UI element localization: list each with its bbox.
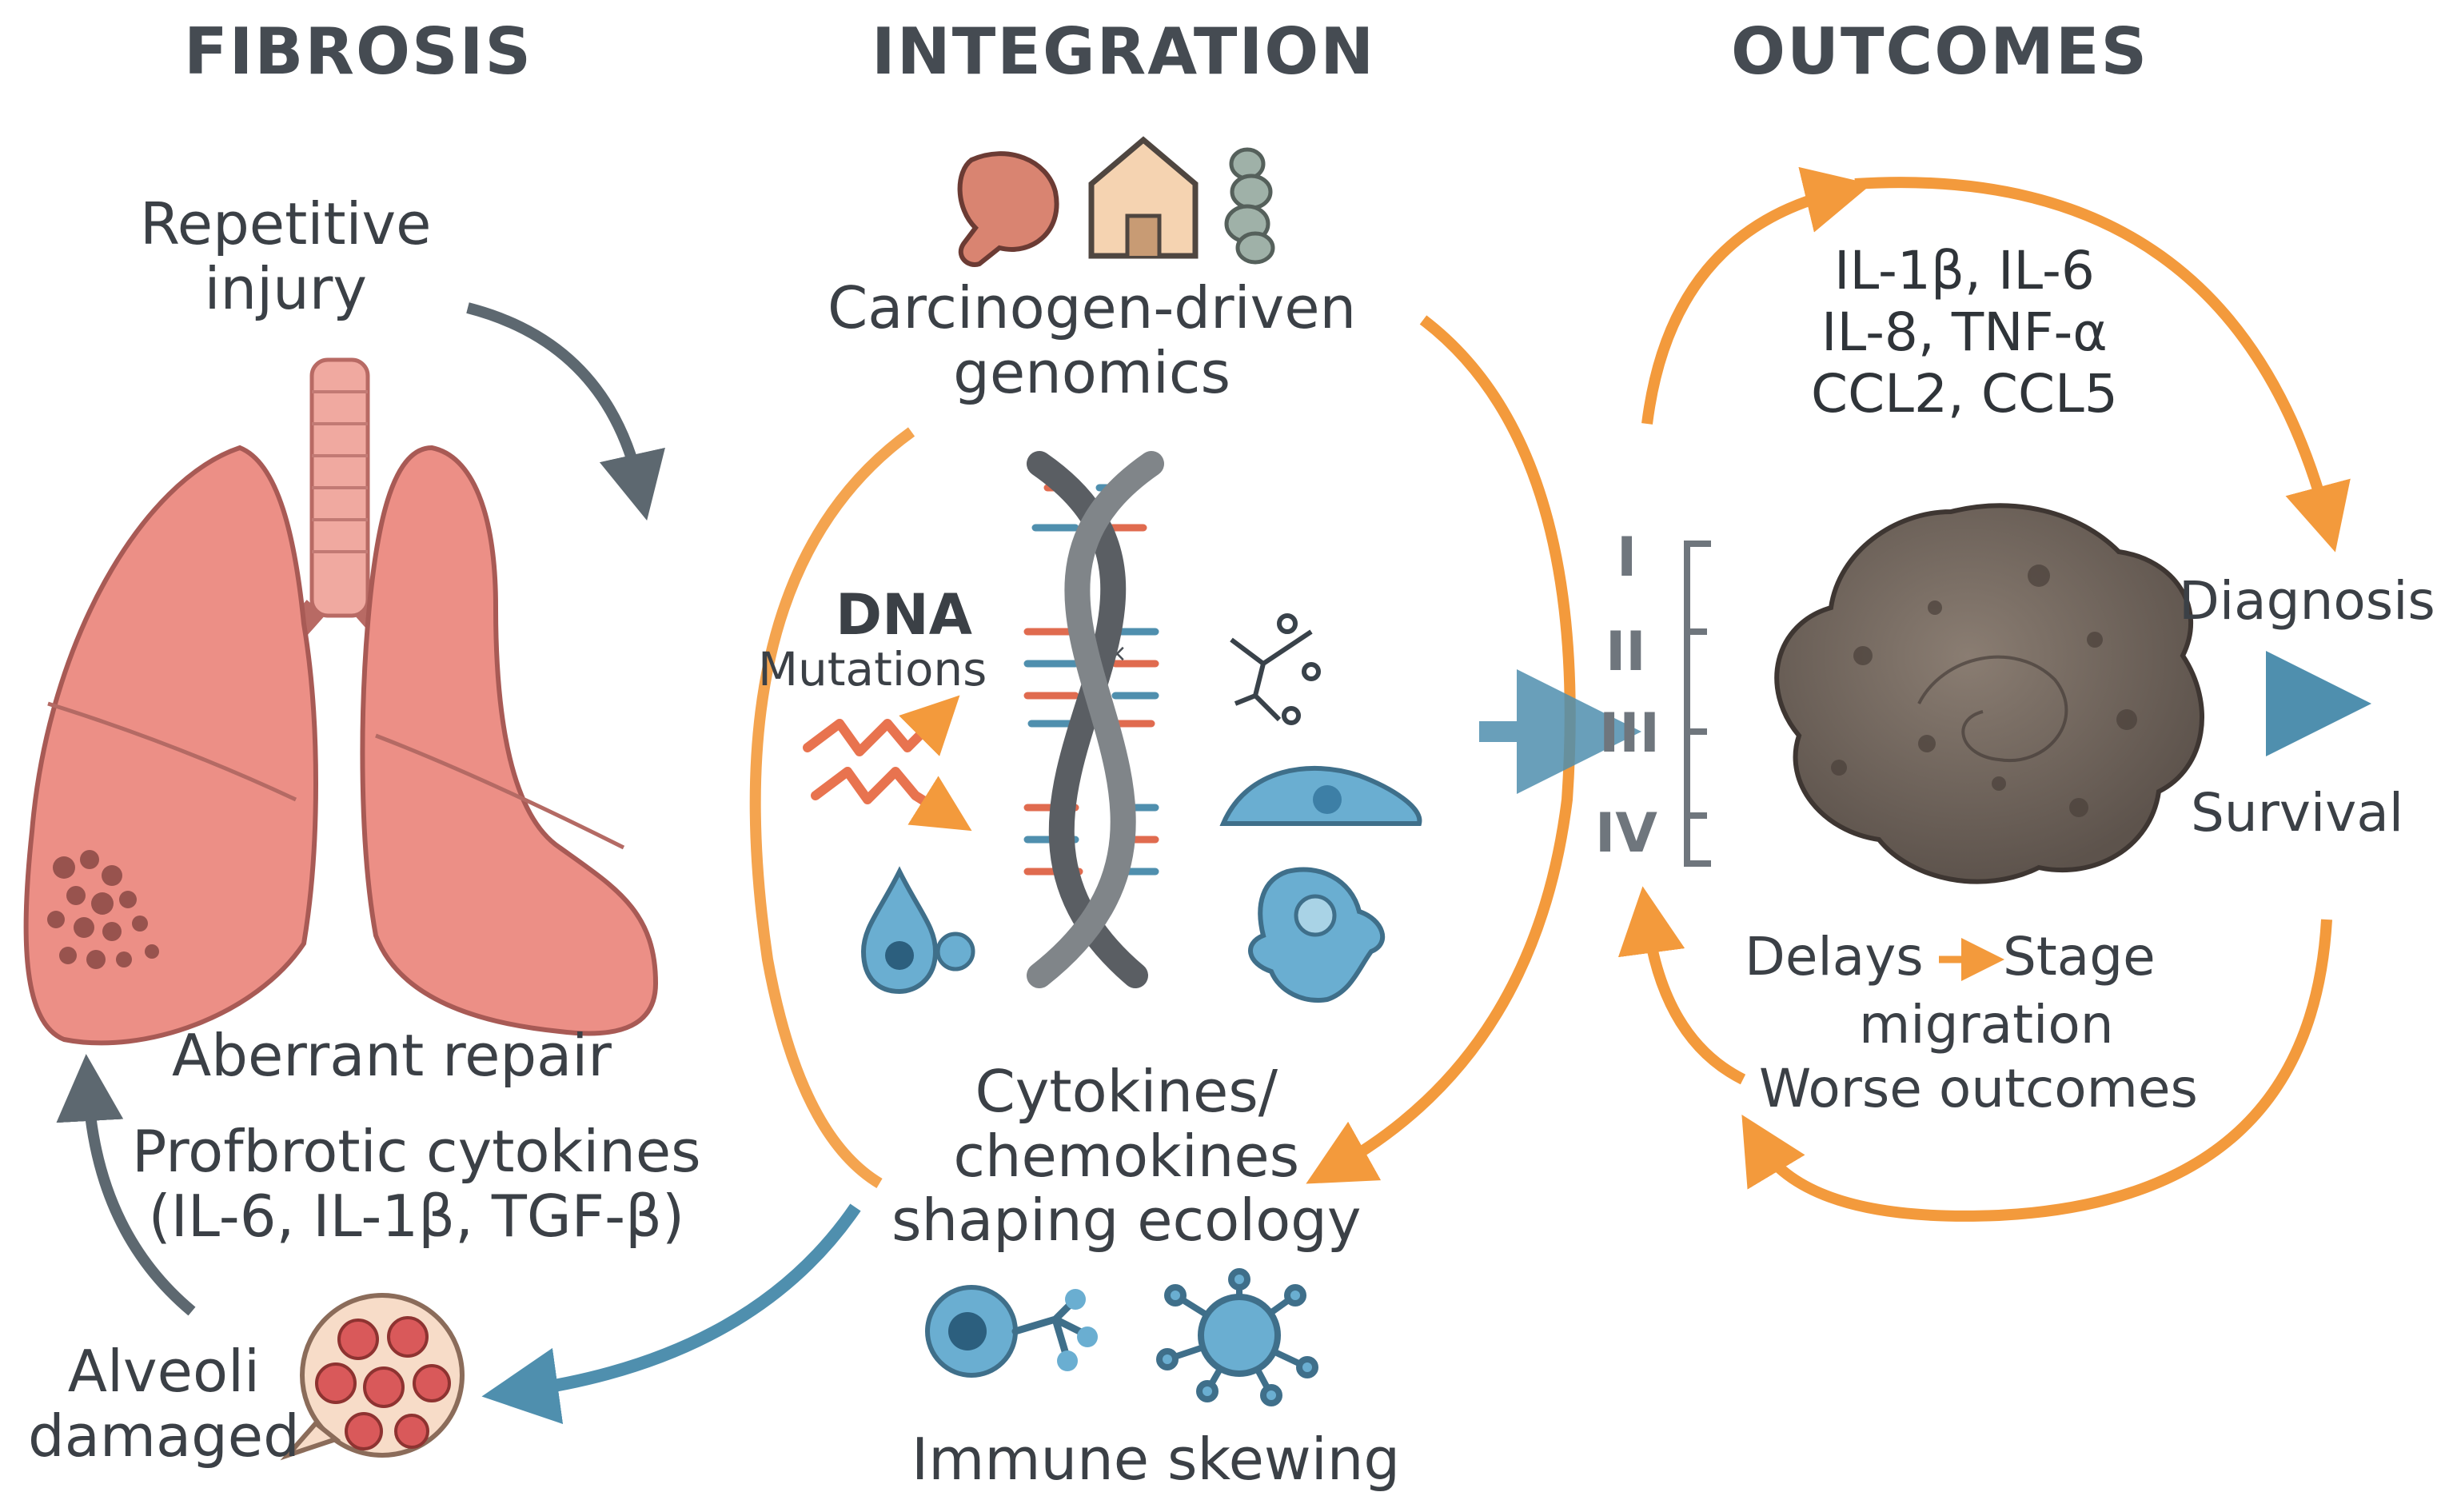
stage-ii-label: II <box>1605 620 1646 684</box>
alveoli-illustration <box>280 1293 465 1461</box>
tumor-illustration <box>1774 503 2204 884</box>
flat-cell-icon <box>1219 765 1422 826</box>
dendritic-cell-icon <box>1156 1268 1318 1406</box>
stage-bracket <box>1684 541 1711 867</box>
worse-outcomes-label: Worse outcomes <box>1759 1058 2198 1119</box>
outcomes-loop-top-right <box>1854 177 2351 553</box>
branching-cell-icon <box>1230 613 1321 725</box>
lungs-illustration <box>23 357 659 1046</box>
macrophage-icon <box>1248 867 1386 1003</box>
outcomes-cytokines-line-2: IL-8, TNF-α <box>1821 301 2108 364</box>
house-icon <box>1088 136 1199 259</box>
column-title-integration: INTEGRATION <box>872 14 1376 89</box>
column-title-fibrosis: FIBROSIS <box>184 14 532 89</box>
column-title-outcomes: OUTCOMES <box>1731 14 2149 89</box>
carcinogen-genomics-label: Carcinogen-driven genomics <box>828 276 1356 405</box>
delays-label: Delays <box>1745 926 1924 987</box>
mutation-zigzag-icon <box>803 695 972 832</box>
alveoli-damaged-line-1: Alveoli <box>67 1338 261 1405</box>
repetitive-injury-label: Repetitive injury <box>140 192 431 321</box>
migration-label: migration <box>1859 994 2114 1055</box>
injury-arrow <box>466 302 665 521</box>
stage-iv-label: IV <box>1595 802 1657 865</box>
carcinogen-genomics-line-1: Carcinogen-driven <box>828 274 1357 341</box>
aberrant-repair-label: Aberrant repair <box>172 1022 612 1089</box>
cytokines-ecology-label: Cytokines/ chemokines shaping ecology <box>891 1059 1362 1253</box>
outcomes-loop-bottom <box>1741 919 2332 1222</box>
cytokines-ecology-line-2: chemokines <box>953 1122 1300 1190</box>
outcomes-cytokines-label: IL-1β, IL-6 IL-8, TNF-α CCL2, CCL5 <box>1811 240 2118 425</box>
teardrop-cell-icon <box>860 866 975 995</box>
outcomes-loop-left <box>1617 886 1746 1085</box>
outcomes-cytokines-line-3: CCL2, CCL5 <box>1811 363 2118 425</box>
alveoli-damaged-label: Alveoli damaged <box>28 1339 300 1468</box>
repetitive-injury-line-2: injury <box>204 254 367 322</box>
organ-icon <box>957 151 1059 267</box>
integration-loop-left <box>749 427 915 1188</box>
survival-label: Survival <box>2191 782 2404 844</box>
integration-loop-right <box>1306 315 1576 1184</box>
dna-label: DNA <box>836 582 972 648</box>
stage-i-label: I <box>1617 526 1637 589</box>
alveoli-damaged-line-2: damaged <box>28 1402 300 1470</box>
diagnosis-label: Diagnosis <box>2179 570 2435 632</box>
carcinogen-genomics-line-2: genomics <box>953 338 1231 406</box>
immune-cell-icon-1 <box>925 1285 1098 1378</box>
dna-helix-illustration: × × <box>1023 451 1164 988</box>
mutations-label: Mutations <box>758 642 987 696</box>
outcomes-cytokines-line-1: IL-1β, IL-6 <box>1833 240 2095 301</box>
immune-skewing-label: Immune skewing <box>911 1426 1401 1493</box>
outcomes-loop-top-left <box>1641 166 1872 425</box>
cytokines-ecology-line-1: Cytokines/ <box>975 1058 1278 1125</box>
ecology-to-alveoli-arrow <box>481 1203 861 1424</box>
alveoli-return-arrow <box>56 1054 196 1316</box>
profibrotic-cytokines-label: Profbrotic cytokines (IL-6, IL-1β, TGF-β… <box>132 1119 701 1248</box>
stage-iii-label: III <box>1599 702 1660 765</box>
asbestos-icon <box>1224 147 1275 265</box>
stage-label: Stage <box>2003 926 2156 987</box>
profibrotic-cytokines-line-2: (IL-6, IL-1β, TGF-β) <box>148 1182 685 1250</box>
profibrotic-cytokines-line-1: Profbrotic cytokines <box>132 1118 701 1185</box>
cytokines-ecology-line-3: shaping ecology <box>891 1187 1362 1255</box>
repetitive-injury-line-1: Repetitive <box>140 190 432 257</box>
